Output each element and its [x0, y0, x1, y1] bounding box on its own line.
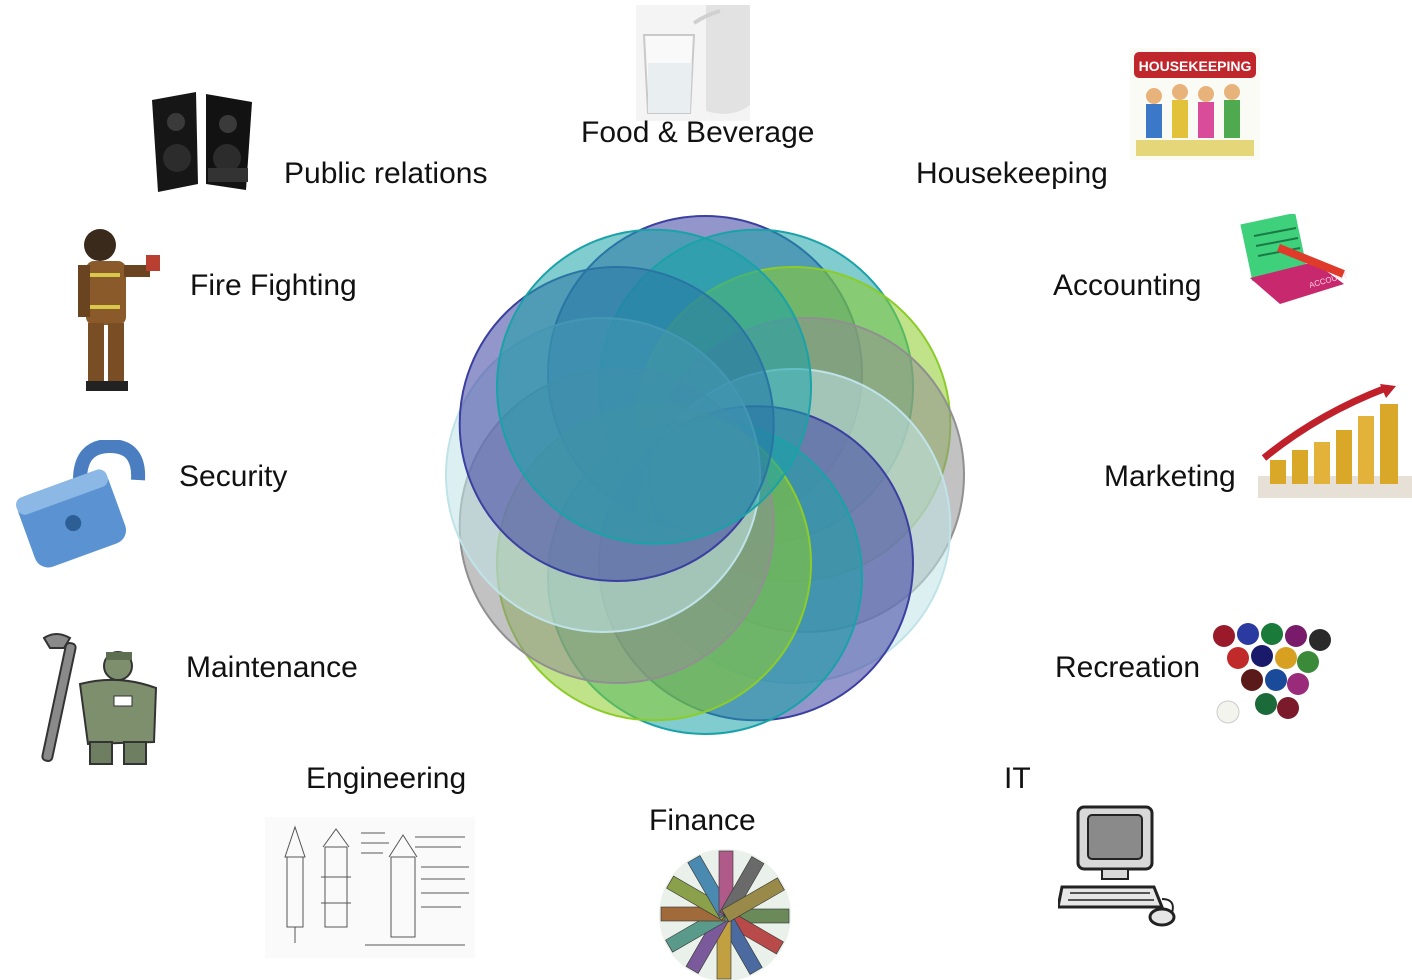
maintenance-label: Maintenance: [186, 651, 358, 684]
housekeeping-crew-icon: HOUSEKEEPING: [1130, 48, 1260, 160]
account-book-icon: ACCOUNT: [1240, 214, 1352, 306]
mechanic-wrench-icon: [36, 632, 174, 768]
billiard-balls-icon: [1208, 618, 1336, 736]
growth-chart-icon: [1258, 384, 1412, 498]
banknote: [721, 877, 785, 923]
housekeeping-banner-text: HOUSEKEEPING: [1139, 58, 1252, 74]
security-label: Security: [179, 460, 288, 493]
computer-icon: [1058, 803, 1182, 927]
engineering-label: Engineering: [306, 762, 467, 795]
it-label: IT: [1004, 762, 1031, 795]
technical-sketch-icon: [265, 817, 475, 958]
recreation-label: Recreation: [1055, 651, 1201, 684]
water-glass-icon: [636, 5, 750, 121]
speakers-icon: [148, 88, 262, 194]
finance-label: Finance: [649, 804, 756, 837]
food-beverage-label: Food & Beverage: [581, 116, 815, 149]
rosette-circle: [496, 228, 812, 545]
public-relations-label: Public relations: [284, 157, 488, 190]
fire-fighting-label: Fire Fighting: [190, 269, 357, 302]
banknotes-icon: [646, 843, 804, 980]
padlock-icon: [10, 440, 148, 576]
marketing-label: Marketing: [1104, 460, 1236, 493]
housekeeping-label: Housekeeping: [916, 157, 1108, 190]
firefighter-icon: [50, 215, 174, 399]
accounting-label: Accounting: [1053, 269, 1202, 302]
